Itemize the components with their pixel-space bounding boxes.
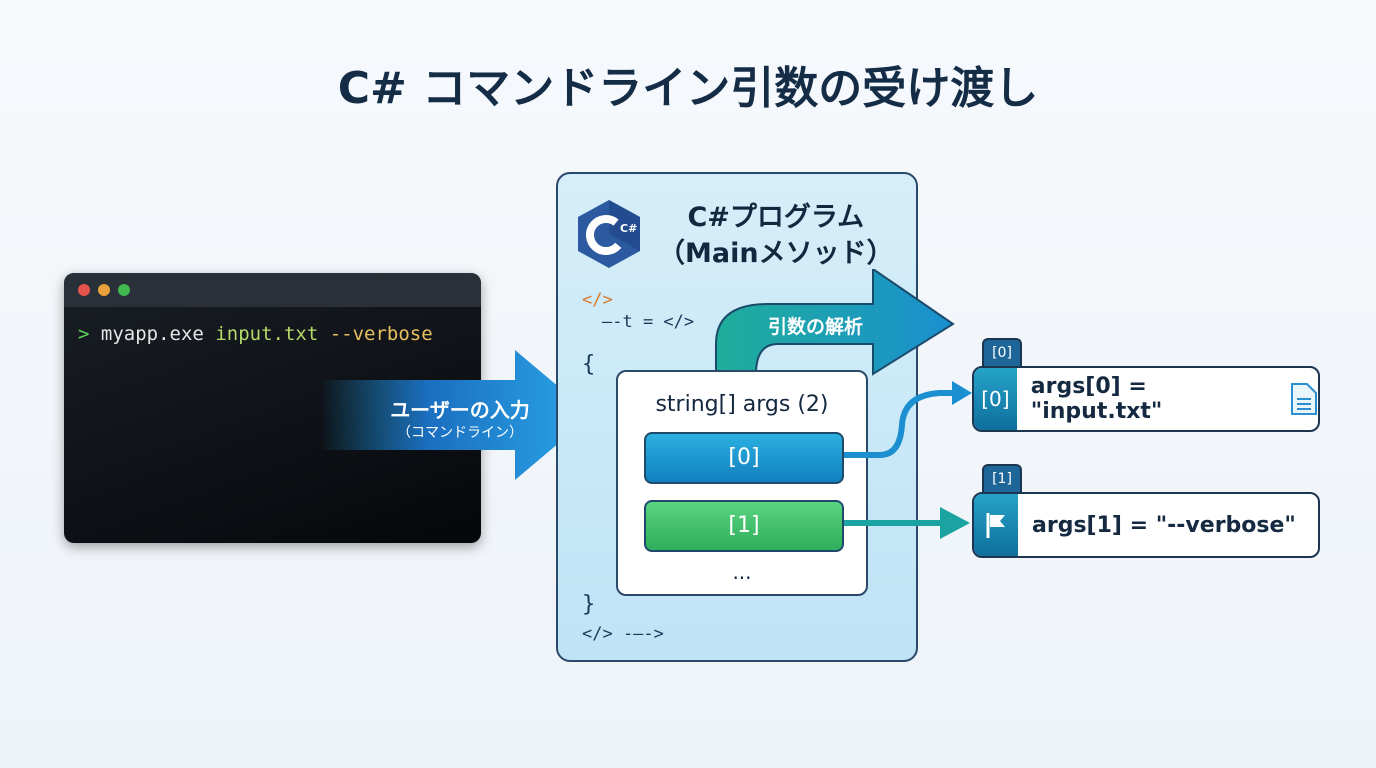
command-exe: myapp.exe [100,323,204,345]
maximize-dot-icon [118,284,130,296]
code-line: —-t = </> [602,312,695,332]
result-text-0: args[0] = "input.txt" [1030,374,1163,424]
result-index-0: [0] [974,368,1017,430]
args-label: string[] args (2) [655,392,829,417]
terminal-command: > myapp.exe input.txt --verbose [78,323,433,345]
code-tag: </> [582,290,613,310]
flag-icon [974,494,1018,556]
page-title: C# コマンドライン引数の受け渡し [337,63,1039,114]
command-arg0: input.txt [215,323,319,345]
result-args-1: args[1] = "--verbose" [972,492,1320,558]
document-icon [1290,383,1317,415]
user-input-sublabel: （コマンドライン） [397,425,523,441]
program-subtitle: （Mainメソッド） [658,238,894,269]
user-input-label: ユーザーの入力 [390,398,530,422]
arrow-right-icon [320,350,592,480]
minimize-dot-icon [98,284,110,296]
parse-arrow-icon [715,269,955,376]
program-title-text: C#プログラム [687,202,865,233]
user-input-arrow: ユーザーの入力 （コマンドライン） [320,350,592,480]
code-close: </> -—-> [582,624,664,644]
close-dot-icon [78,284,90,296]
svg-text:C#: C# [620,222,637,235]
args-slot-1: [1] [644,500,844,552]
parse-label: 引数の解析 [768,316,864,338]
terminal-titlebar [64,273,481,307]
result-tab-1: [1] [982,464,1022,492]
program-title: C#プログラム （Mainメソッド） [658,200,894,272]
command-arg1: --verbose [329,323,433,345]
args-slot-0: [0] [644,432,844,484]
result-text-1: args[1] = "--verbose" [1032,512,1296,538]
result-tab-0: [0] [982,338,1022,366]
result-args-0: [0] args[0] = "input.txt" [972,366,1320,432]
brace-close: } [582,592,596,617]
more-ellipsis: ... [732,560,752,584]
brace-open: { [582,352,596,377]
csharp-program-box: C# C#プログラム （Mainメソッド） </> —-t = </> { } <… [556,172,955,662]
connector-arrows [844,381,972,539]
prompt: > [78,323,90,345]
csharp-logo-icon: C# [578,200,640,268]
args-array-box: string[] args (2) [0] [1] ... [616,370,868,596]
